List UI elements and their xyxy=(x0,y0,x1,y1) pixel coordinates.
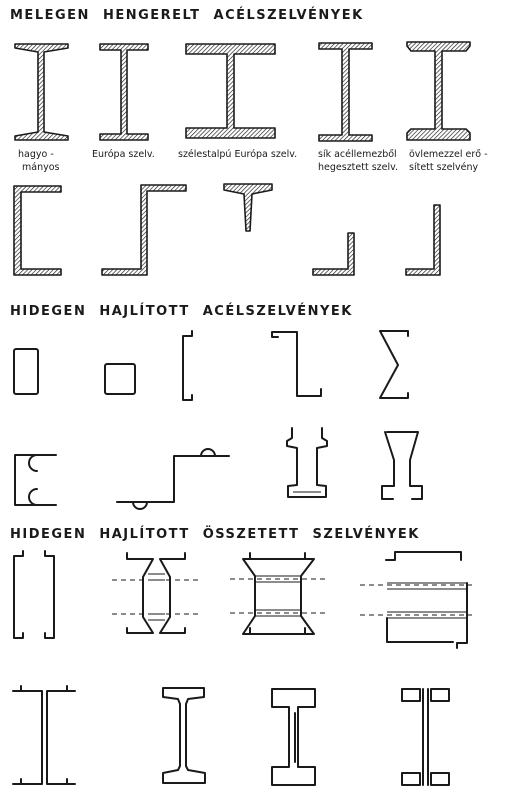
caption-european: Európa szelv. xyxy=(92,149,155,160)
equal-angle-section xyxy=(405,204,441,276)
closed-rectangular-tube xyxy=(13,348,39,395)
caption-reinforced: övlemezzel erő - sített szelvény xyxy=(409,149,488,173)
built-up-double-sigma-section xyxy=(242,552,315,635)
cold-formed-lipped-channel xyxy=(182,330,193,401)
stiffened-z-axis-lines xyxy=(360,584,472,616)
double-sigma-plate-lines xyxy=(255,575,301,617)
cold-formed-stepped-z-section xyxy=(116,448,230,510)
traditional-i-section xyxy=(14,43,69,141)
octagonal-batten-lines xyxy=(148,573,165,621)
reinforced-i-section xyxy=(406,41,471,141)
closed-square-tube xyxy=(104,363,136,395)
built-up-stiffened-z-section xyxy=(385,551,468,649)
channel-section xyxy=(13,185,62,276)
caption-traditional: hagyo - mányos xyxy=(18,149,60,173)
heading-cold-formed: HIDEGEN HAJLÍTOTT ACÉLSZELVÉNYEK xyxy=(10,304,353,319)
built-up-octagonal-section xyxy=(126,552,186,634)
double-sigma-axis-lines xyxy=(230,578,325,614)
built-up-back-to-back-channels xyxy=(13,550,55,639)
t-section xyxy=(223,183,273,232)
octagonal-axis-lines xyxy=(112,579,198,615)
caption-wide-flange: szélestalpú Európa szelv. xyxy=(178,149,298,160)
built-up-double-box-flange-section xyxy=(401,688,450,786)
wide-flange-i-section xyxy=(185,43,276,139)
cold-formed-z-section xyxy=(271,331,322,397)
unequal-angle-section xyxy=(312,232,355,276)
built-up-i-with-box-flanges xyxy=(271,688,316,786)
caption-welded: sík acéllemezből hegesztett szelv. xyxy=(318,149,399,173)
heading-cold-formed-built-up: HIDEGEN HAJLÍTOTT ÖSSZETETT SZELVÉNYEK xyxy=(10,527,420,542)
z-section xyxy=(101,184,187,276)
notched-channel-section xyxy=(14,454,57,506)
european-i-section xyxy=(99,43,149,141)
heading-hot-rolled: MELEGEN HENGERELT ACÉLSZELVÉNYEK xyxy=(10,8,364,23)
built-up-i-with-tube-flanges xyxy=(162,687,206,784)
welded-plate-i-section xyxy=(318,42,373,142)
rail-profile-section xyxy=(286,427,328,498)
cold-formed-sigma-section xyxy=(379,330,409,399)
built-up-double-channel-column xyxy=(12,685,76,785)
hat-rail-section xyxy=(381,431,423,500)
stiffened-z-plate-lines xyxy=(387,582,467,619)
